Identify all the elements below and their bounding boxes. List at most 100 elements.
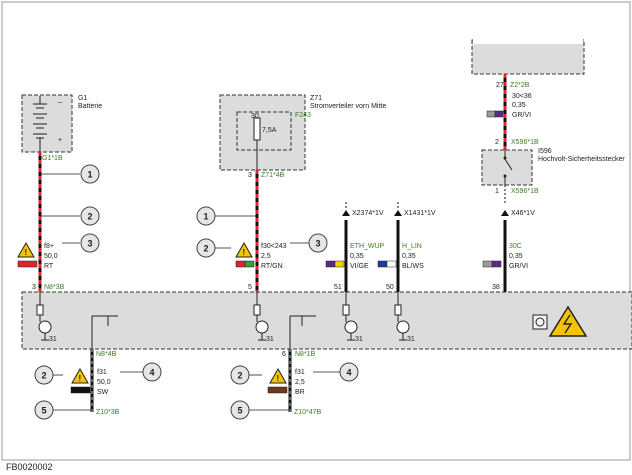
warning-icon: ! [17,241,35,258]
svg-text:3: 3 [87,239,92,249]
warning-icon: ! [235,241,253,258]
wire-color-code: RT/GN [261,263,283,270]
callout-5: 5 [34,400,54,420]
svg-text:1: 1 [203,212,208,222]
top-connector-block[interactable] [471,38,585,75]
wire-color-code: RT [44,263,54,270]
fuse-pin: 30 [251,113,259,120]
wire-cross-section: 0,35 [509,253,523,260]
wire-color-code: BR [295,389,305,396]
callout-4: 4 [142,362,162,382]
hv-plug-out-pin: X596*1B [511,188,539,195]
svg-text:!: ! [277,374,280,383]
svg-text:3: 3 [315,239,320,249]
hv-plug-in-number: 2 [495,139,499,146]
callout-4: 4 [339,362,359,382]
svg-text:2: 2 [41,371,46,381]
distributor-id: Z71 [310,95,322,102]
wire-cross-section: 50,0 [44,253,58,260]
battery-plus: + [58,137,62,144]
svg-text:2: 2 [87,212,92,222]
module-ground-label: 31 [49,336,57,343]
module-pin-4-label: N8*4B [96,351,117,358]
wire-name: 30C [509,243,522,250]
svg-text:!: ! [25,248,28,257]
module-pin-51-number: 51 [334,284,342,291]
kl30c-wire[interactable] [501,185,509,292]
svg-text:1: 1 [87,170,92,180]
hv-plug-id: I596 [538,148,552,155]
battery-icon [33,96,47,152]
wire-cross-section: 2,5 [261,253,271,260]
wire-cross-section: 0,35 [512,102,526,109]
distributor-pin: Z71*4B [261,172,285,179]
battery-g1[interactable]: – + [21,94,73,153]
wire-color-code: SW [97,389,109,396]
power-distributor-z71[interactable] [219,94,306,171]
svg-text:!: ! [79,374,82,383]
module-pin-6-label: N8*1B [295,351,316,358]
ground-a-pin: Z10*3B [96,409,120,416]
callout-1: 1 [80,164,100,184]
distributor-pin-number: 3 [248,172,252,179]
module-transistor [342,292,358,341]
svg-text:5: 5 [237,406,242,416]
connector-label: X2374*1V [352,210,384,217]
wire-color-swatch [235,260,255,268]
module-pin-3-label: N8*3B [44,284,65,291]
wire-cross-section: 0,35 [350,253,364,260]
wire-name: f31 [295,369,305,376]
wire-color-swatch [486,110,504,118]
callout-5: 5 [230,400,250,420]
svg-text:!: ! [243,248,246,257]
wire-name: 30<36 [512,93,532,100]
battery-id: G1 [78,95,87,102]
callout-2: 2 [196,238,216,258]
hv-safety-plug[interactable] [481,149,533,186]
wire-cross-section: 0,35 [402,253,416,260]
callout-2: 2 [80,206,100,226]
wire-name: f8+ [44,243,54,250]
callout-2: 2 [34,365,54,385]
module-ground-label: 31 [407,336,415,343]
wire-cross-section: 50,0 [97,379,111,386]
hv-plug-out-number: 1 [495,188,499,195]
module-transistor [253,292,269,341]
wire-color-code: VI/GE [350,263,369,270]
svg-text:4: 4 [346,368,351,378]
svg-text:4: 4 [149,368,154,378]
battery-name: Batterie [78,103,102,110]
module-pin-3-number: 3 [32,284,36,291]
module-pin-38-number: 38 [492,284,500,291]
callout-3: 3 [80,233,100,253]
svg-text:2: 2 [237,371,242,381]
control-module[interactable]: 31 31 31 31 [21,291,632,350]
high-voltage-warning-icon [548,305,588,337]
wire-name: f30<243 [261,243,287,250]
svg-text:5: 5 [41,406,46,416]
battery-pin: G1*1B [42,155,63,162]
callout-3: 3 [308,233,328,253]
module-ground-label: 31 [355,336,363,343]
module-ground-label: 31 [266,336,274,343]
top-plug-pin-number: 27 [496,82,504,89]
wire-color-swatch [70,386,91,394]
h-lin-wire[interactable] [394,200,402,292]
wire-color-code: GR/VI [509,263,528,270]
wire-color-swatch [482,260,502,268]
wire-color-swatch [267,386,288,394]
callout-2: 2 [230,365,250,385]
module-transistor [36,292,52,341]
wire-name: ETH_WUP [350,243,385,250]
wire-color-swatch [377,260,397,268]
module-pin-6-number: 6 [282,351,286,358]
top-plug-pin: Z2*2B [510,82,530,89]
wire-name: H_LIN [402,243,422,250]
wire-color-swatch [17,260,38,268]
hv-plug-name: Hochvolt-Sicherheitsstecker [538,156,625,163]
warning-icon: ! [71,367,89,384]
distributor-name: Stromverteiler vorn Mitte [310,103,386,110]
eth-wup-wire[interactable] [342,200,350,292]
battery-minus: – [58,99,62,106]
